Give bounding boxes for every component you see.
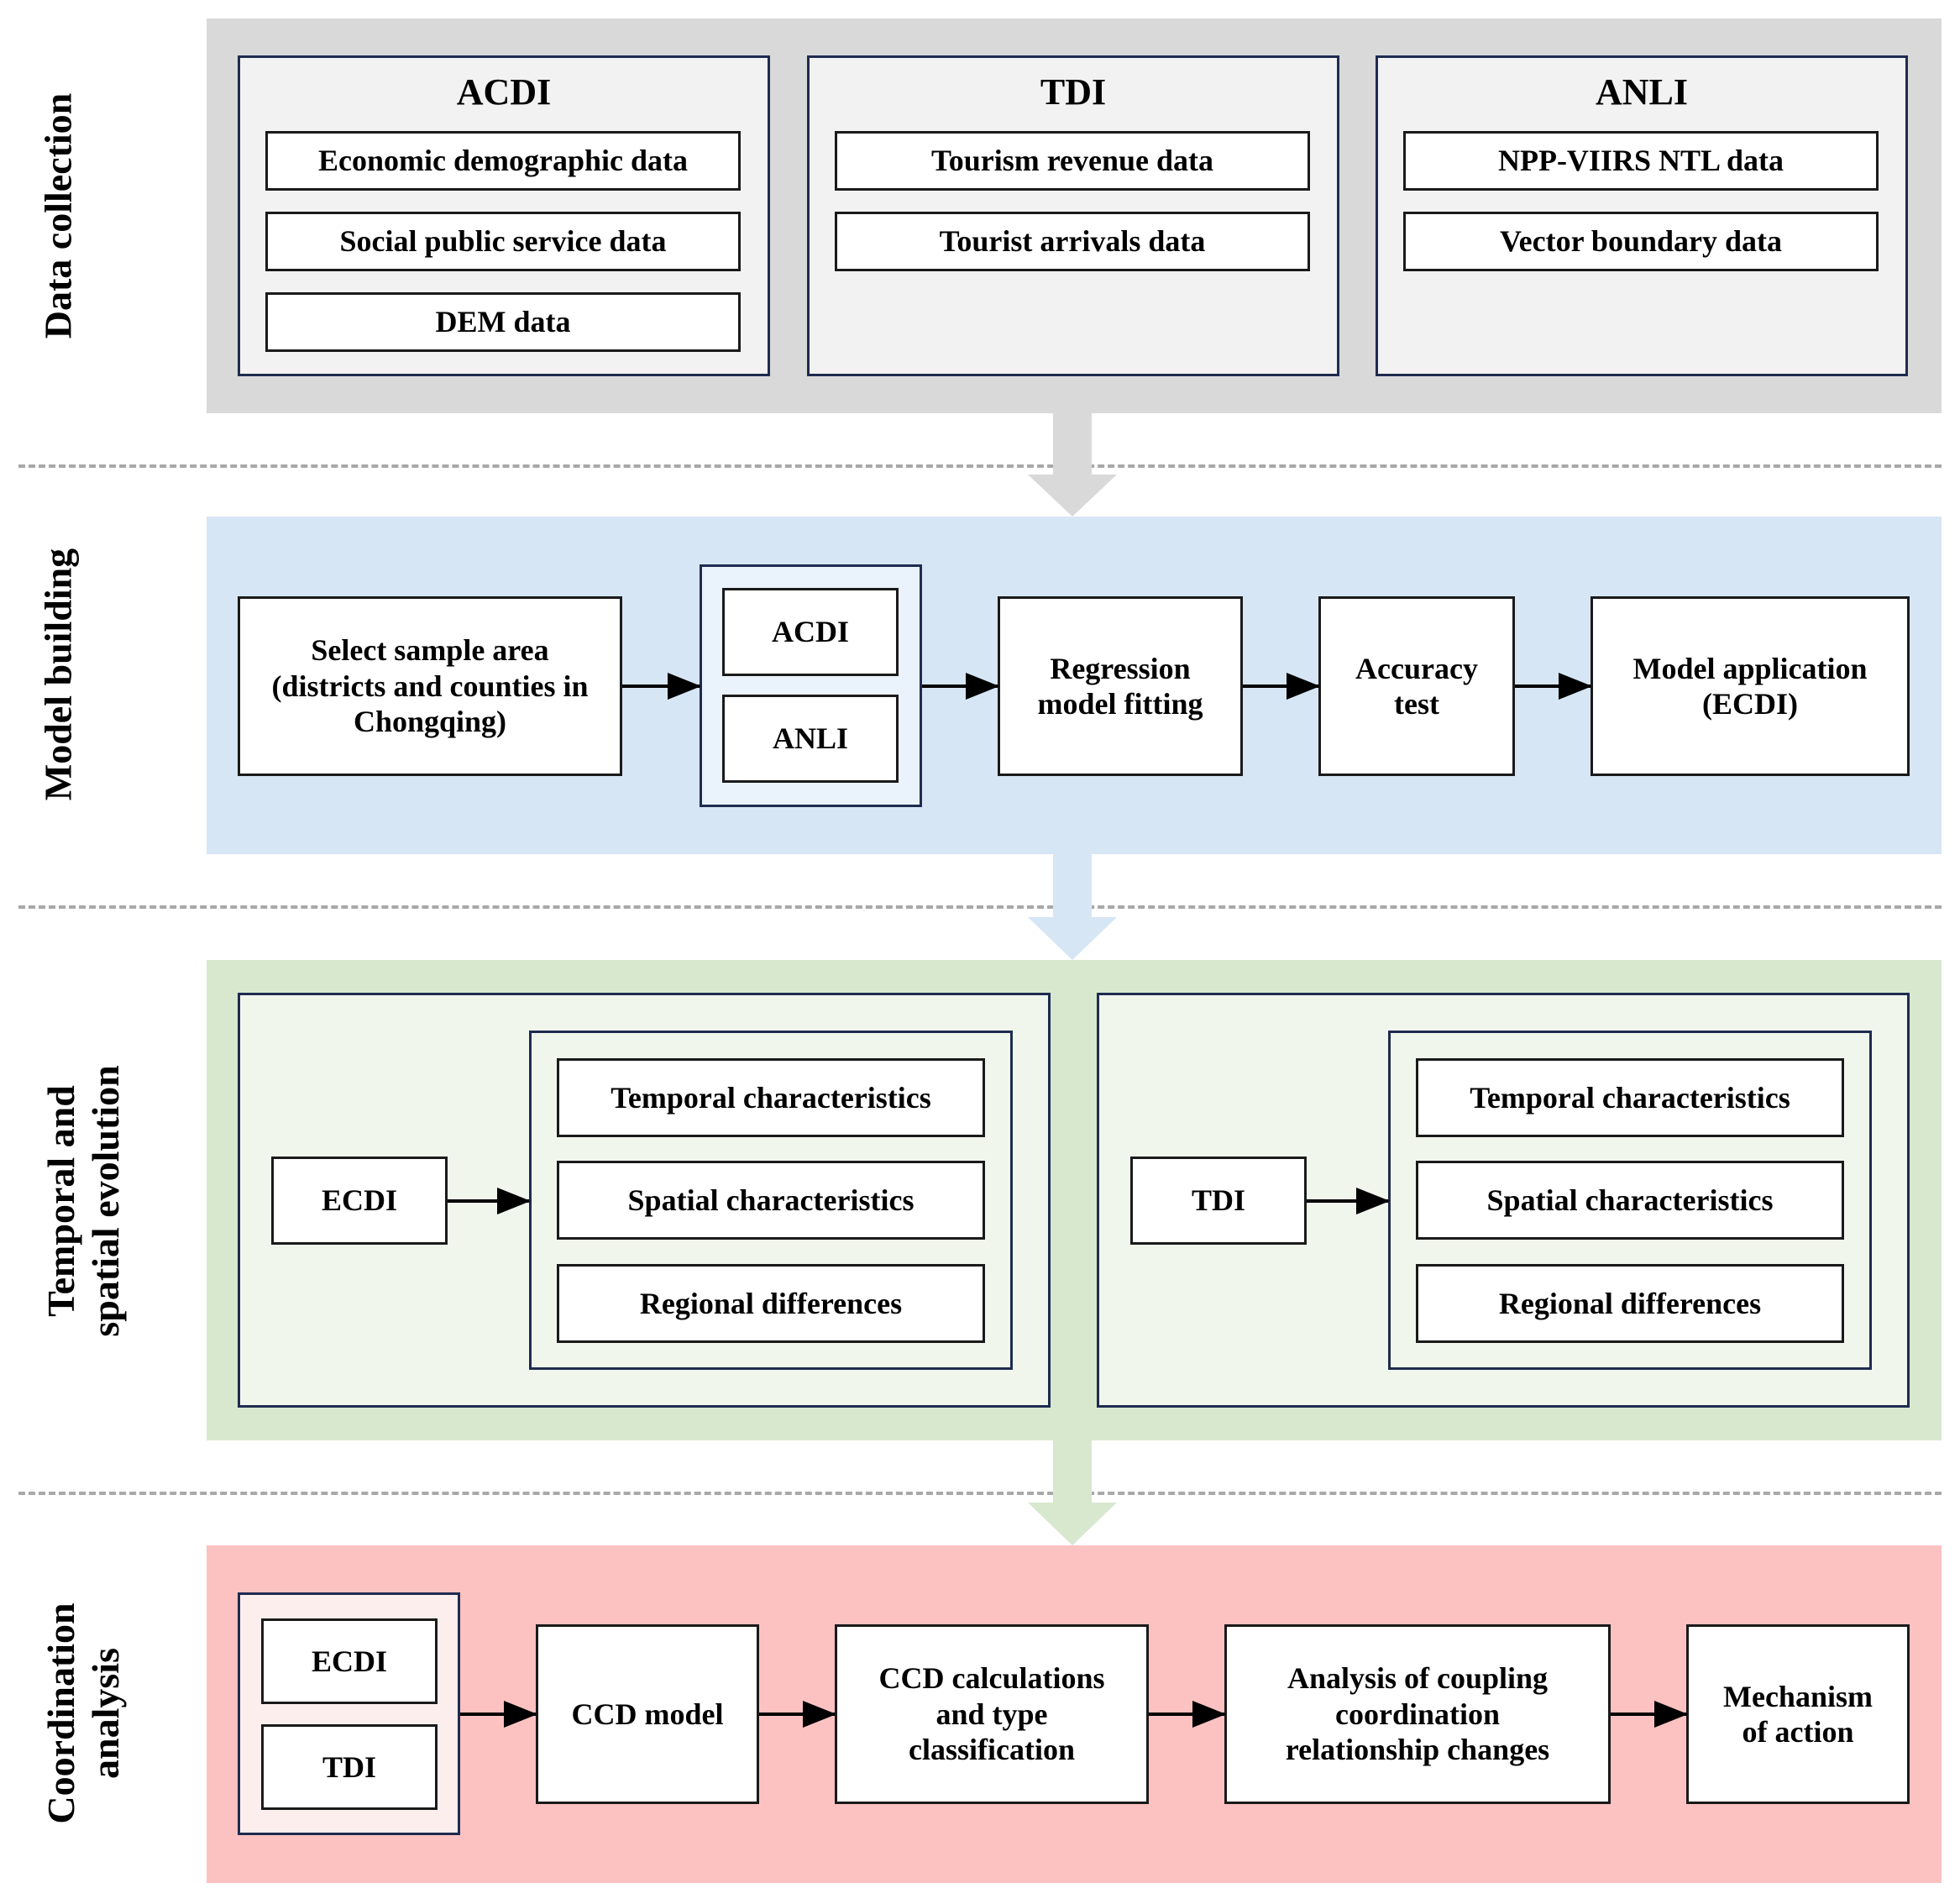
stage-arrow-3 xyxy=(1028,1440,1117,1545)
tdi-temporal-characteristics-box: Temporal characteristics xyxy=(1416,1058,1844,1137)
mechanism-of-action-box: Mechanism of action xyxy=(1686,1624,1910,1804)
stage-arrow-1 xyxy=(1028,412,1117,517)
ecdi-spatial-characteristics-box: Spatial characteristics xyxy=(557,1161,985,1240)
stage-arrow-2 xyxy=(1028,853,1117,960)
stage-divider-3 xyxy=(18,1492,1942,1495)
ecdi-temporal-characteristics-box: Temporal characteristics xyxy=(557,1058,985,1137)
anli-input-box: ANLI xyxy=(722,695,899,783)
regression-model-fitting-box: Regression model fitting xyxy=(998,596,1243,776)
ecdi-evolution-box: ECDI xyxy=(271,1157,448,1245)
acdi-input-box: ACDI xyxy=(722,588,899,676)
tdi-group-title: TDI xyxy=(1040,71,1107,113)
tdi-evolution-box: TDI xyxy=(1130,1157,1307,1245)
ecdi-coordination-input-box: ECDI xyxy=(261,1618,438,1704)
vector-boundary-data-box: Vector boundary data xyxy=(1403,212,1879,271)
tdi-spatial-characteristics-box: Spatial characteristics xyxy=(1416,1161,1844,1240)
tdi-coordination-input-box: TDI xyxy=(261,1724,438,1810)
accuracy-test-box: Accuracy test xyxy=(1318,596,1515,776)
dem-data-box: DEM data xyxy=(265,292,741,352)
model-application-box: Model application (ECDI) xyxy=(1591,596,1910,776)
acdi-group-title: ACDI xyxy=(456,71,552,113)
tourist-arrivals-data-box: Tourist arrivals data xyxy=(835,212,1310,271)
social-public-service-data-box: Social public service data xyxy=(265,212,741,271)
select-sample-area-box: Select sample area (districts and counti… xyxy=(238,596,622,776)
ccd-model-box: CCD model xyxy=(536,1624,759,1804)
anli-group-title: ANLI xyxy=(1595,71,1689,113)
npp-viirs-ntl-data-box: NPP-VIIRS NTL data xyxy=(1403,131,1879,191)
tourism-revenue-data-box: Tourism revenue data xyxy=(835,131,1310,191)
coupling-analysis-box: Analysis of coupling coordination relati… xyxy=(1224,1624,1611,1804)
tdi-regional-differences-box: Regional differences xyxy=(1416,1264,1844,1343)
stage-divider-2 xyxy=(18,905,1942,909)
ecdi-regional-differences-box: Regional differences xyxy=(557,1264,985,1343)
economic-demographic-data-box: Economic demographic data xyxy=(265,131,741,191)
stage-divider-1 xyxy=(18,464,1942,468)
